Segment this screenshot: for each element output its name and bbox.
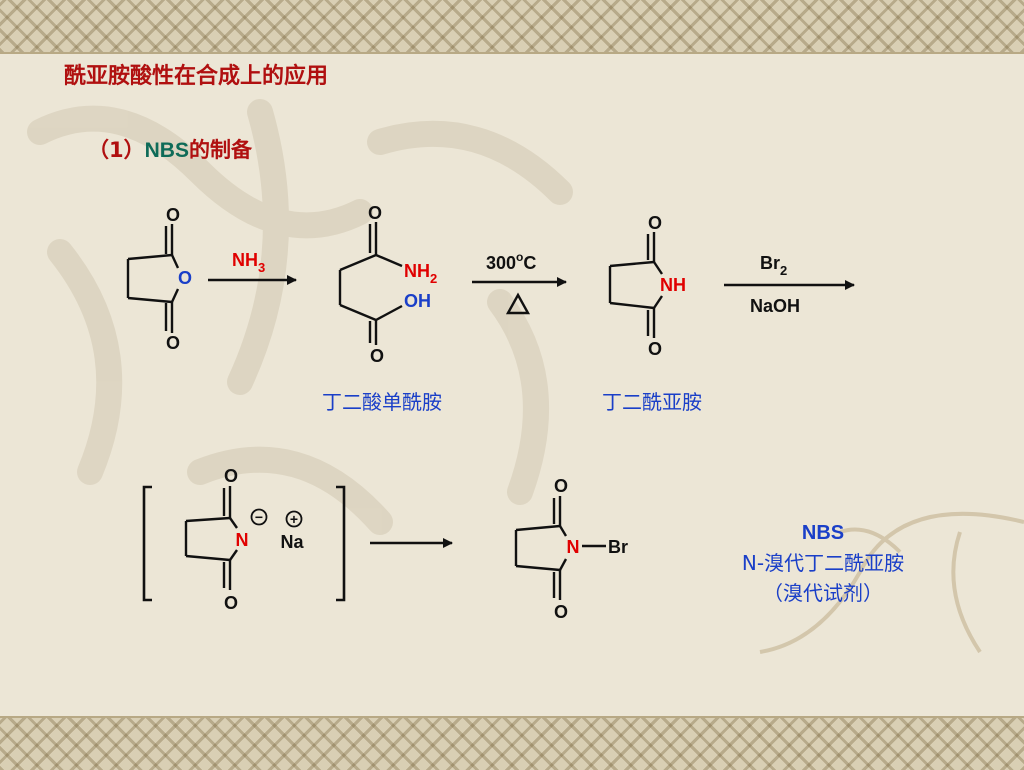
salt-ring-bond-a: [185, 516, 231, 523]
positive-charge-icon: [285, 510, 303, 528]
chain-bond-1: [339, 253, 377, 272]
reaction-temperature: 300oC: [486, 250, 536, 273]
negative-charge-icon: [250, 508, 268, 526]
imide-cn-bond-top: [653, 261, 663, 275]
nbs-ring-bond-a: [515, 524, 561, 532]
imide-oxygen-bottom: O: [648, 339, 662, 359]
reagent-sodium-hydroxide: NaOH: [750, 296, 800, 316]
salt-nitrogen: N: [236, 530, 249, 550]
decorative-border-top: [0, 0, 1024, 54]
heat-triangle-icon: [505, 292, 531, 315]
succinimide-structure: [608, 232, 663, 338]
succinimide-name: 丁二酰亚胺: [602, 390, 702, 414]
nbs-abbreviation: NBS: [801, 522, 845, 544]
acid-oh-group: OH: [404, 291, 431, 311]
salt-oxygen-top: O: [224, 466, 238, 486]
amide-cn-bond: [375, 253, 403, 268]
imide-cn-bond-bottom: [653, 295, 663, 309]
background-calligraphy-art: [27, 99, 1024, 654]
nbs-cn-bond-top: [558, 525, 568, 537]
anhydride-bond-a: [127, 253, 173, 261]
section-subtitle: （1）NBS的制备: [88, 134, 252, 164]
salt-oxygen-bottom: O: [224, 593, 238, 613]
sodium-succinimide-structure: [184, 486, 238, 590]
chain-bond-3: [339, 303, 377, 322]
acid-coh-bond: [375, 304, 403, 322]
nbs-nitrogen: N: [567, 537, 580, 557]
imide-oxygen-top: O: [648, 213, 662, 233]
nbs-description: NBS N-溴代丁二酰亚胺 （溴代试剂）: [708, 518, 938, 608]
reagent-ammonia: NH3: [232, 250, 265, 275]
subtitle-suffix: 的制备: [188, 138, 252, 162]
anhydride-ring-o-bond-bottom: [170, 288, 180, 303]
anhydride-oxygen-top: O: [166, 205, 180, 225]
sodium-cation: Na: [280, 532, 304, 552]
imide-ring-bond-a: [609, 260, 655, 268]
slide-title: 酰亚胺酸性在合成上的应用: [64, 64, 329, 89]
succinamic-acid-name: 丁二酸单酰胺: [322, 390, 442, 414]
succinic-anhydride-structure: [126, 224, 180, 333]
anhydride-ring-oxygen: O: [178, 268, 192, 288]
nbs-cn-bond-bottom: [558, 558, 568, 571]
nbs-oxygen-bottom: O: [554, 602, 568, 622]
imide-ring-bond-c: [609, 301, 655, 310]
anhydride-ring-o-bond-top: [170, 254, 180, 269]
positive-charge-sign: +: [290, 511, 298, 527]
reagent-bromine: Br2: [760, 253, 787, 278]
nbs-ring-bond-c: [515, 564, 561, 572]
anhydride-bond-c: [127, 296, 173, 304]
nbs-usage-note: （溴代试剂）: [763, 581, 883, 605]
bracket-right: [336, 485, 346, 602]
succinamic-acid-structure: [338, 222, 403, 345]
anhydride-oxygen-bottom: O: [166, 333, 180, 353]
amide-oxygen: O: [368, 203, 382, 223]
imide-nh-group: NH: [660, 275, 686, 295]
nbs-oxygen-top: O: [554, 476, 568, 496]
acid-oxygen: O: [370, 346, 384, 366]
salt-cn-bond-bottom: [229, 549, 238, 561]
salt-ring-bond-c: [185, 554, 231, 562]
amide-nh2-group: NH2: [404, 261, 437, 286]
nbs-structure: [514, 496, 606, 600]
subtitle-number: （1）: [88, 138, 145, 162]
negative-charge-sign: −: [255, 509, 263, 525]
nbs-full-name: N-溴代丁二酰亚胺: [741, 551, 905, 575]
decorative-border-bottom: [0, 716, 1024, 770]
salt-cn-bond-top: [229, 517, 238, 529]
bracket-left: [142, 485, 152, 602]
subtitle-nbs: NBS: [144, 139, 189, 162]
nbs-bromine: Br: [608, 537, 628, 557]
